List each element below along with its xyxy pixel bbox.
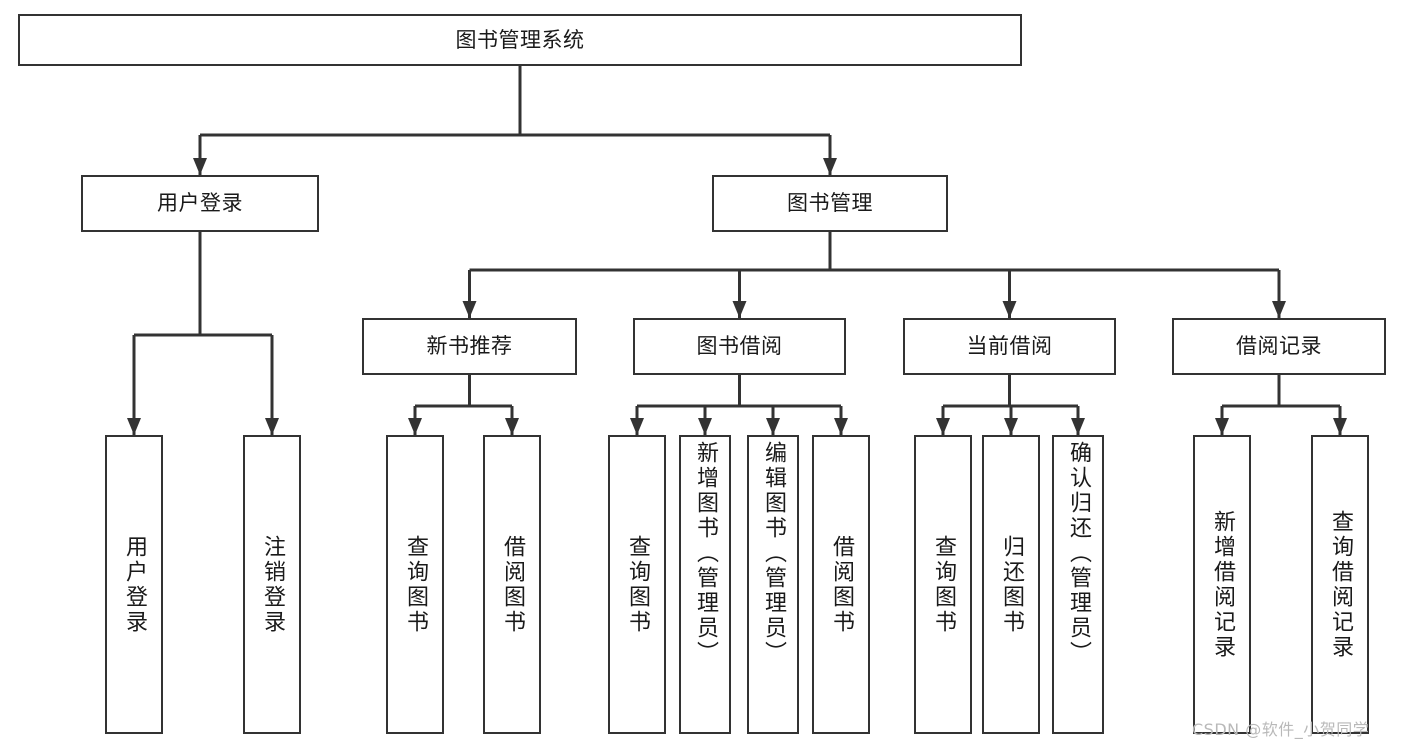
node-label: 归还图书 — [999, 534, 1024, 635]
node-leaf-query-record[interactable]: 查询借阅记录 — [1311, 435, 1369, 734]
node-leaf-user-login[interactable]: 用户登录 — [105, 435, 163, 734]
watermark: CSDN @软件_小贺同学 — [1192, 720, 1370, 739]
node-borrow-record[interactable]: 借阅记录 — [1172, 318, 1386, 375]
node-leaf-query-book-1[interactable]: 查询图书 — [386, 435, 444, 734]
node-leaf-add-book[interactable]: 新增图书（管理员） — [679, 435, 731, 734]
node-label: 查询借阅记录 — [1328, 509, 1353, 660]
node-label: 借阅记录 — [1236, 334, 1322, 359]
node-root[interactable]: 图书管理系统 — [18, 14, 1022, 66]
node-label: 用户登录 — [157, 191, 243, 216]
node-label: 查询图书 — [625, 534, 650, 635]
node-book-borrow[interactable]: 图书借阅 — [633, 318, 846, 375]
node-leaf-borrow-book-2[interactable]: 借阅图书 — [812, 435, 870, 734]
node-leaf-logout[interactable]: 注销登录 — [243, 435, 301, 734]
node-label: 新增图书（管理员） — [693, 441, 718, 666]
node-label: 图书管理 — [787, 191, 873, 216]
node-label: 注销登录 — [260, 534, 285, 635]
node-leaf-add-record[interactable]: 新增借阅记录 — [1193, 435, 1251, 734]
node-label: 新书推荐 — [426, 334, 513, 359]
node-label: 新增借阅记录 — [1210, 509, 1235, 660]
node-user-login[interactable]: 用户登录 — [81, 175, 319, 232]
node-leaf-query-book-3[interactable]: 查询图书 — [914, 435, 972, 734]
node-leaf-edit-book[interactable]: 编辑图书（管理员） — [747, 435, 799, 734]
node-label: 确认归还（管理员） — [1066, 441, 1091, 666]
node-label: 图书管理系统 — [455, 27, 585, 52]
node-leaf-query-book-2[interactable]: 查询图书 — [608, 435, 666, 734]
node-label: 图书借阅 — [696, 334, 783, 359]
node-leaf-return-book[interactable]: 归还图书 — [982, 435, 1040, 734]
node-label: 查询图书 — [931, 534, 956, 635]
node-label: 编辑图书（管理员） — [761, 441, 786, 666]
node-leaf-confirm-return[interactable]: 确认归还（管理员） — [1052, 435, 1104, 734]
node-new-book-rec[interactable]: 新书推荐 — [362, 318, 577, 375]
node-book-manage[interactable]: 图书管理 — [712, 175, 948, 232]
node-leaf-borrow-book-1[interactable]: 借阅图书 — [483, 435, 541, 734]
node-current-borrow[interactable]: 当前借阅 — [903, 318, 1116, 375]
node-label: 借阅图书 — [500, 534, 525, 635]
node-label: 当前借阅 — [966, 334, 1053, 359]
node-label: 用户登录 — [122, 534, 147, 635]
node-label: 查询图书 — [403, 534, 428, 635]
node-label: 借阅图书 — [829, 534, 854, 635]
